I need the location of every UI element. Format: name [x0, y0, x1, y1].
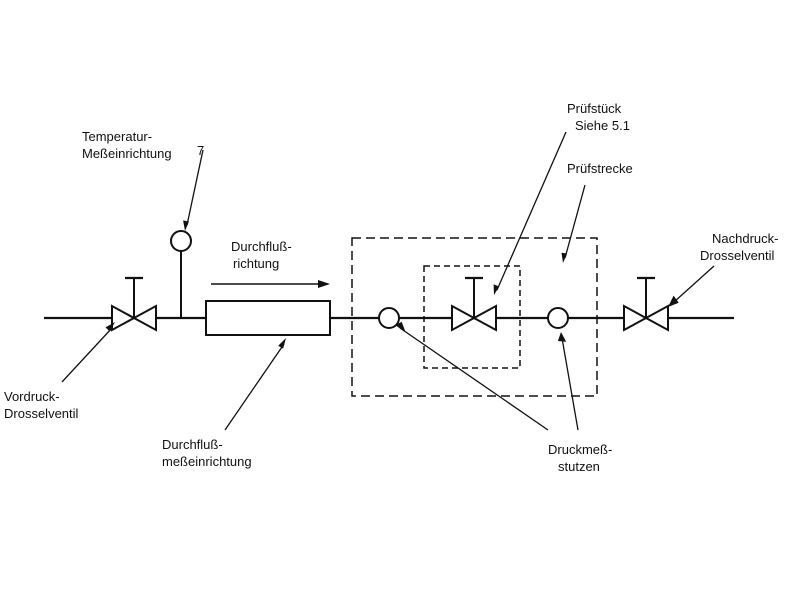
flowmeter-box: [205, 300, 331, 336]
label-temperature-number: 7: [197, 143, 205, 158]
leader-downstream-valve: [668, 265, 715, 307]
label-flowmeter-line2: meßeinrichtung: [162, 454, 252, 469]
leader-pressure-tap-upstream: [395, 321, 549, 431]
label-test-piece-line2: Siehe 5.1: [575, 118, 630, 133]
upstream-throttle-valve: [111, 276, 157, 332]
label-downstream-valve-line1: Nachdruck-: [712, 231, 779, 246]
label-pressure-tap-line1: Druckmeß-: [548, 442, 613, 457]
test-piece-valve: [451, 276, 497, 332]
flow-direction-arrow: [211, 280, 330, 288]
label-upstream-valve-line2: Drosselventil: [4, 406, 79, 421]
label-test-section: Prüfstrecke: [567, 161, 633, 176]
label-test-piece-line1: Prüfstück: [567, 101, 622, 116]
label-temperature-line1: Temperatur-: [82, 129, 153, 144]
test-section-boundary: [351, 237, 598, 397]
label-flow-direction-line2: richtung: [233, 256, 280, 271]
pressure-tap-downstream: [547, 307, 569, 329]
label-downstream-valve-line2: Drosselventil: [700, 248, 775, 263]
leader-pressure-tap-downstream: [557, 332, 579, 431]
label-pressure-tap-line2: stutzen: [558, 459, 600, 474]
label-flow-direction-line1: Durchfluß-: [231, 239, 292, 254]
pressure-tap-upstream: [378, 307, 400, 329]
leader-test-section: [561, 184, 586, 263]
label-temperature-line2: Meßeinrichtung: [82, 146, 172, 161]
downstream-throttle-valve: [623, 276, 669, 332]
leader-upstream-valve: [61, 322, 115, 383]
temperature-measuring-device: [170, 230, 192, 318]
leader-flowmeter: [224, 338, 286, 431]
leader-test-piece: [493, 131, 567, 295]
label-upstream-valve-line1: Vordruck-: [4, 389, 60, 404]
label-flowmeter-line1: Durchfluß-: [162, 437, 223, 452]
test-piece-boundary: [423, 265, 521, 369]
leader-temperature: [183, 149, 204, 231]
